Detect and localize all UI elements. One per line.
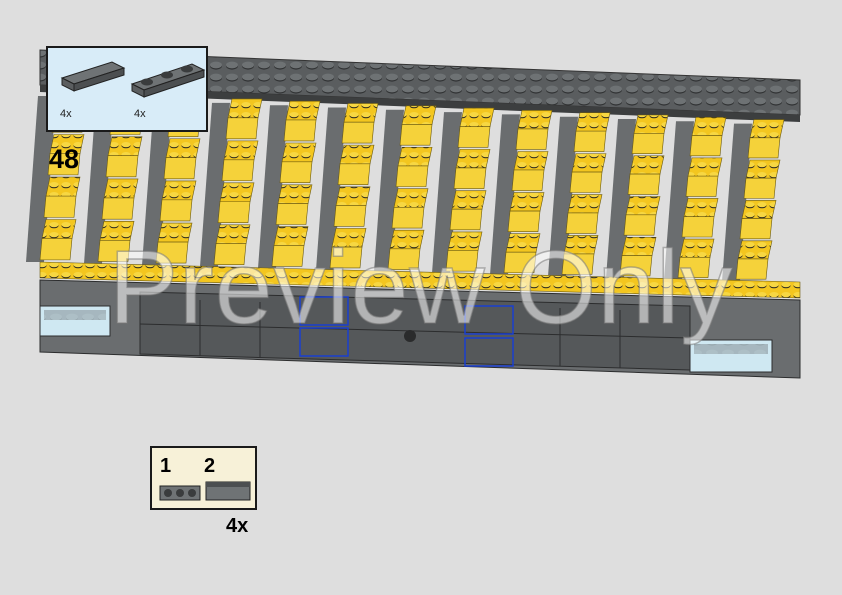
brick-column <box>606 114 669 278</box>
substep-2-label: 2 <box>204 455 216 477</box>
substep-callout: 1 2 <box>150 446 257 510</box>
brick-column <box>664 117 727 280</box>
substep-parts-icon <box>159 481 251 501</box>
light-blue-parts <box>39 305 773 373</box>
tile-1x3-icon <box>60 61 126 92</box>
step-number: 48 <box>49 144 80 174</box>
callout-multiplier: 4x <box>226 515 249 537</box>
parts-list-box: 4x 4x <box>46 46 208 132</box>
part-count-tile: 4x <box>60 108 72 120</box>
brick-column <box>200 98 263 267</box>
parts-icons <box>60 61 206 98</box>
new-parts-highlight <box>299 296 514 367</box>
part-count-plate: 4x <box>134 108 146 120</box>
brick-column <box>490 110 553 275</box>
brick-column <box>258 100 321 269</box>
front-gray-base <box>39 279 801 379</box>
brick-column <box>432 107 495 274</box>
yellow-brick-columns <box>26 91 785 282</box>
plate-1x3-icon <box>130 63 206 98</box>
brick-column <box>316 103 379 270</box>
brick-column <box>722 119 785 282</box>
front-yellow-ledge <box>39 261 801 299</box>
substep-1-label: 1 <box>160 455 172 477</box>
brick-column <box>374 105 437 272</box>
brick-column <box>548 112 611 277</box>
